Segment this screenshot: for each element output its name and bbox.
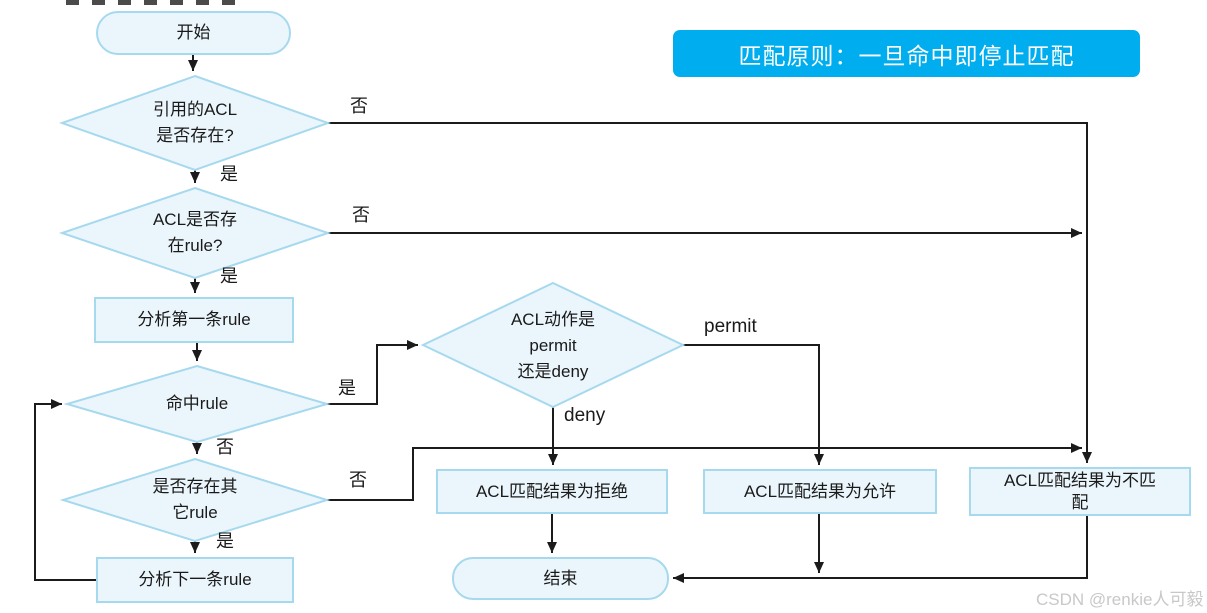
connector-nomatch-to-end [673, 515, 1088, 583]
decision-action-line2: permit [529, 336, 577, 355]
result-nomatch-label: ACL匹配结果为不匹 配 [970, 468, 1190, 515]
decision-other-rule-shape [59, 457, 331, 543]
result-deny-shape [436, 469, 668, 514]
start-node-shape [96, 11, 291, 55]
connector-action-permit [683, 344, 824, 465]
process-analyze-first-shape [94, 297, 294, 343]
connector-otherrule-no [327, 443, 1082, 501]
process-analyze-next-shape [96, 557, 294, 603]
connector-hitrule-yes [327, 340, 418, 405]
decision-has-rule-line1: ACL是否存 [152, 210, 238, 229]
decision-other-rule-line2: 它rule [172, 503, 218, 522]
edge-label-no-acl-exists: 否 [350, 96, 368, 116]
result-nomatch-shape [969, 467, 1191, 516]
decision-acl-exists-line2: 是否存在? [156, 126, 234, 145]
end-node-text: 结束 [543, 568, 578, 588]
result-deny-label: ACL匹配结果为拒绝 [437, 470, 667, 513]
csdn-watermark: CSDN @renkie人可毅 [1036, 590, 1204, 609]
decision-acl-exists-label: 引用的ACL 是否存在? [115, 96, 275, 150]
result-permit-shape [703, 469, 937, 514]
decision-action-shape [420, 281, 686, 409]
decision-action-line1: ACL动作是 [510, 310, 596, 329]
decision-hit-rule-text: 命中rule [165, 394, 229, 413]
edge-label-yes-acl-exists: 是 [220, 164, 238, 184]
edge-label-deny: deny [564, 405, 606, 426]
clipped-text-fragment [66, 0, 236, 5]
process-analyze-first-text: 分析第一条rule [137, 310, 251, 329]
process-analyze-first-label: 分析第一条rule [95, 298, 293, 342]
connector-loopback [34, 399, 97, 581]
decision-hit-rule-shape [63, 364, 331, 444]
decision-has-rule-shape [58, 186, 332, 280]
matching-principle-banner-text: 匹配原则：一旦命中即停止匹配 [738, 42, 1075, 69]
edge-label-yes-has-rule: 是 [220, 266, 238, 286]
decision-has-rule-line2: 在rule? [167, 236, 223, 255]
edge-label-yes-hit-rule: 是 [338, 378, 356, 398]
end-node-shape [452, 557, 669, 600]
decision-has-rule-label: ACL是否存 在rule? [115, 207, 275, 259]
result-deny-text: ACL匹配结果为拒绝 [475, 481, 629, 501]
process-analyze-next-label: 分析下一条rule [97, 558, 293, 602]
edge-label-no-hit-rule: 否 [216, 437, 234, 457]
process-analyze-next-text: 分析下一条rule [138, 570, 252, 589]
result-permit-label: ACL匹配结果为允许 [704, 470, 936, 513]
edge-label-no-has-rule: 否 [352, 205, 370, 225]
decision-action-line3: 还是deny [517, 362, 589, 381]
decision-acl-exists-line1: 引用的ACL [152, 100, 238, 119]
decision-hit-rule-label: 命中rule [117, 390, 277, 418]
edge-label-no-other-rule: 否 [349, 470, 367, 490]
start-node-label: 开始 [97, 12, 290, 54]
edge-label-yes-other-rule: 是 [216, 531, 234, 551]
edge-label-permit: permit [704, 316, 757, 337]
decision-other-rule-label: 是否存在其 它rule [115, 474, 275, 526]
decision-action-label: ACL动作是 permit 还是deny [463, 306, 643, 386]
result-nomatch-line1: ACL匹配结果为不匹 [1003, 470, 1157, 490]
decision-acl-exists-shape [58, 74, 332, 172]
matching-principle-banner: 匹配原则：一旦命中即停止匹配 [673, 30, 1140, 77]
decision-other-rule-line1: 是否存在其 [152, 477, 238, 496]
end-node-label: 结束 [453, 558, 668, 599]
result-permit-text: ACL匹配结果为允许 [743, 481, 897, 501]
connector-aclexists-no-rail [328, 122, 1092, 463]
result-nomatch-line2: 配 [1071, 492, 1089, 512]
start-node-text: 开始 [176, 23, 211, 42]
